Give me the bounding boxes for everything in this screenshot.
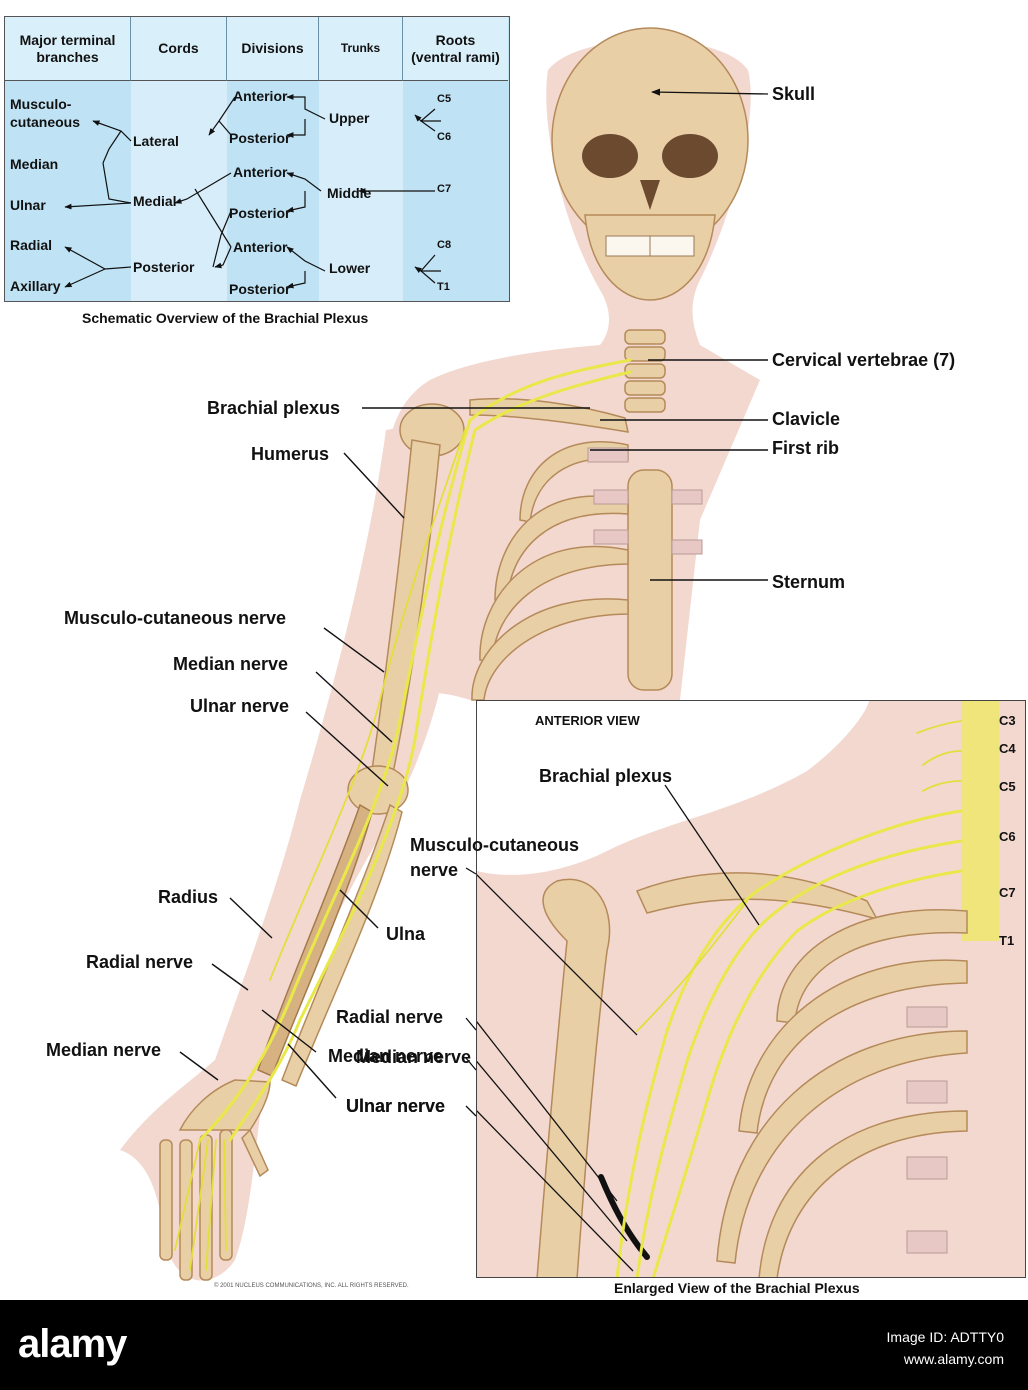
ulna-annotation: Ulna — [339, 889, 426, 944]
ulnar-nerve-upper-label: Ulnar nerve — [190, 696, 289, 716]
inset-title: ANTERIOR VIEW — [535, 713, 640, 728]
trunk-upper: Upper — [329, 110, 370, 126]
median-nerve-lower-annotation: Median nerve — [261, 1009, 443, 1066]
header-divisions: Divisions — [227, 17, 319, 81]
cord-medial: Medial — [133, 193, 177, 209]
root-c5: C5 — [437, 93, 452, 105]
cord-lateral: Lateral — [133, 133, 179, 149]
skull-illustration — [551, 27, 749, 301]
first-rib-annotation: First rib — [590, 438, 839, 458]
alamy-logo: alamy — [18, 1322, 127, 1366]
column-bg-branches — [5, 81, 131, 301]
humerus-label: Humerus — [251, 444, 329, 464]
musculo-cutaneous-nerve-label: Musculo-cutaneous nerve — [64, 608, 286, 628]
footer-bar — [0, 1300, 1028, 1390]
skull-annotation: Skull — [651, 84, 815, 104]
header-cords: Cords — [131, 17, 227, 81]
trunk-lower: Lower — [329, 260, 371, 276]
brachial-plexus-label: Brachial plexus — [207, 398, 340, 418]
cervical-vertebrae-annotation: Cervical vertebrae (7) — [648, 350, 955, 370]
branch-axillary: Axillary — [10, 278, 61, 294]
division-lower-posterior: Posterior — [229, 281, 291, 297]
inset-radial-nerve-label: Radial nerve — [336, 1007, 443, 1027]
column-bg-cords — [131, 81, 227, 301]
brachial-plexus-nerves — [174, 358, 632, 1271]
division-upper-anterior: Anterior — [233, 88, 288, 104]
radial-nerve-label: Radial nerve — [86, 952, 193, 972]
branch-musculocutaneous: Musculo- cutaneous — [10, 96, 81, 130]
division-middle-anterior: Anterior — [233, 164, 288, 180]
skull-label: Skull — [772, 84, 815, 104]
header-major-terminal-branches: Major terminal branches — [5, 17, 131, 81]
ulnar-nerve-lower-annotation: Ulnar nerve — [287, 1043, 445, 1116]
division-upper-posterior: Posterior — [229, 130, 291, 146]
footer-image-id: Image ID: ADTTY0 www.alamy.com — [887, 1326, 1004, 1370]
clavicle-label: Clavicle — [772, 409, 840, 429]
root-c8: C8 — [437, 239, 452, 251]
inset-brachial-plexus-label: Brachial plexus — [539, 766, 672, 786]
inset-root-c5: C5 — [999, 779, 1016, 794]
inset-median-nerve-label: Median nerve — [356, 1047, 471, 1067]
image-id-line2: www.alamy.com — [903, 1351, 1004, 1367]
header-roots: Roots (ventral rami) — [403, 17, 508, 81]
radial-nerve-annotation: Radial nerve — [86, 952, 249, 991]
median-nerve-upper-annotation: Median nerve — [173, 654, 393, 743]
branch-ulnar: Ulnar — [10, 197, 46, 213]
inset-root-c6: C6 — [999, 829, 1016, 844]
column-bg-divisions — [227, 81, 319, 301]
inset-root-c7: C7 — [999, 885, 1016, 900]
radius-annotation: Radius — [158, 887, 273, 939]
sternum-annotation: Sternum — [650, 572, 845, 592]
first-rib-label: First rib — [772, 438, 839, 458]
humerus-annotation: Humerus — [251, 444, 405, 519]
branch-median: Median — [10, 156, 59, 172]
ulnar-nerve-upper-annotation: Ulnar nerve — [190, 696, 389, 787]
ulna-label: Ulna — [386, 924, 426, 944]
branch-radial: Radial — [10, 237, 53, 253]
median-nerve-hand-label: Median nerve — [46, 1040, 161, 1060]
schematic-connector-lines — [64, 94, 441, 289]
inset-musculo-cutaneous-line1: Musculo-cutaneous — [410, 835, 579, 855]
cord-posterior: Posterior — [133, 259, 195, 275]
image-id-line1: Image ID: ADTTY0 — [886, 1329, 1004, 1345]
trunk-middle: Middle — [327, 185, 372, 201]
radius-label: Radius — [158, 887, 218, 907]
copyright-text: © 2001 NUCLEUS COMMUNICATIONS, INC. ALL … — [214, 1283, 409, 1289]
inset-ulnar-nerve-label: Ulnar nerve — [346, 1096, 445, 1116]
median-nerve-hand-annotation: Median nerve — [46, 1040, 219, 1081]
inset-caption: Enlarged View of the Brachial Plexus — [614, 1280, 860, 1296]
header-trunks: Trunks — [319, 17, 403, 81]
inset-root-c3: C3 — [999, 713, 1016, 728]
division-middle-posterior: Posterior — [229, 205, 291, 221]
brachial-plexus-annotation: Brachial plexus — [207, 398, 590, 418]
schematic-caption: Schematic Overview of the Brachial Plexu… — [82, 310, 369, 326]
median-nerve-lower-label: Median nerve — [328, 1046, 443, 1066]
cervical-vertebrae-illustration — [624, 329, 666, 413]
anatomy-illustration: Skull Cervical vertebrae (7) Brachial pl… — [46, 27, 955, 1281]
root-c6: C6 — [437, 131, 452, 143]
cervical-vertebrae-label: Cervical vertebrae (7) — [772, 350, 955, 370]
inset-musculo-cutaneous-line2: nerve — [410, 860, 458, 880]
brachial-plexus-schematic: Major terminal branches Cords Divisions … — [4, 16, 510, 302]
clavicle-annotation: Clavicle — [600, 409, 840, 429]
division-lower-anterior: Anterior — [233, 239, 288, 255]
root-c7: C7 — [437, 183, 452, 195]
inset-external-labels: Musculo-cutaneous nerve Radial nerve Med… — [336, 835, 579, 1117]
musculo-cutaneous-annotation: Musculo-cutaneous nerve — [64, 608, 385, 673]
inset-illustration: ANTERIOR VIEW Brachial plexus C3 C4 C5 C… — [477, 701, 1025, 1277]
root-t1: T1 — [437, 281, 450, 293]
inset-root-c4: C4 — [999, 741, 1016, 756]
sternum-label: Sternum — [772, 572, 845, 592]
inset-root-t1: T1 — [999, 933, 1014, 948]
median-nerve-upper-label: Median nerve — [173, 654, 288, 674]
enlarged-view-inset: ANTERIOR VIEW Brachial plexus C3 C4 C5 C… — [476, 700, 1026, 1278]
ulnar-nerve-lower-label: Ulnar nerve — [346, 1096, 445, 1116]
